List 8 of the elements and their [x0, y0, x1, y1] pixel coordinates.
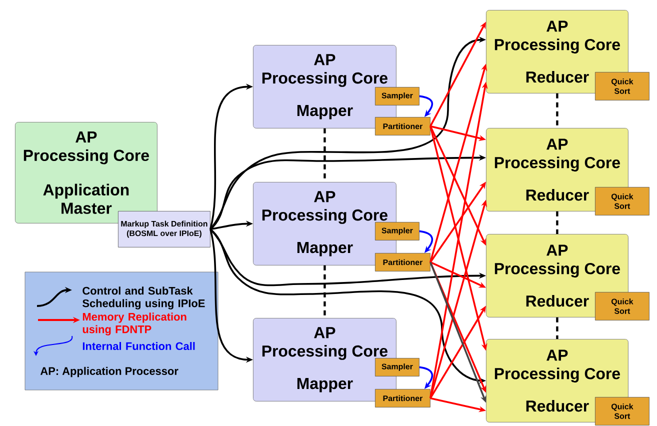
legend-text: Memory Replication using FDNTP: [82, 312, 186, 336]
dashed-line: [556, 93, 558, 128]
dashed-line: [556, 211, 558, 234]
legend-text: Control and SubTask Scheduling using IPIoE: [82, 286, 205, 310]
legend-text: Internal Function Call: [82, 342, 195, 350]
note-text: AP: Application Processor: [40, 366, 178, 378]
dashed-line: [324, 265, 326, 318]
dashed-line: [556, 317, 558, 339]
